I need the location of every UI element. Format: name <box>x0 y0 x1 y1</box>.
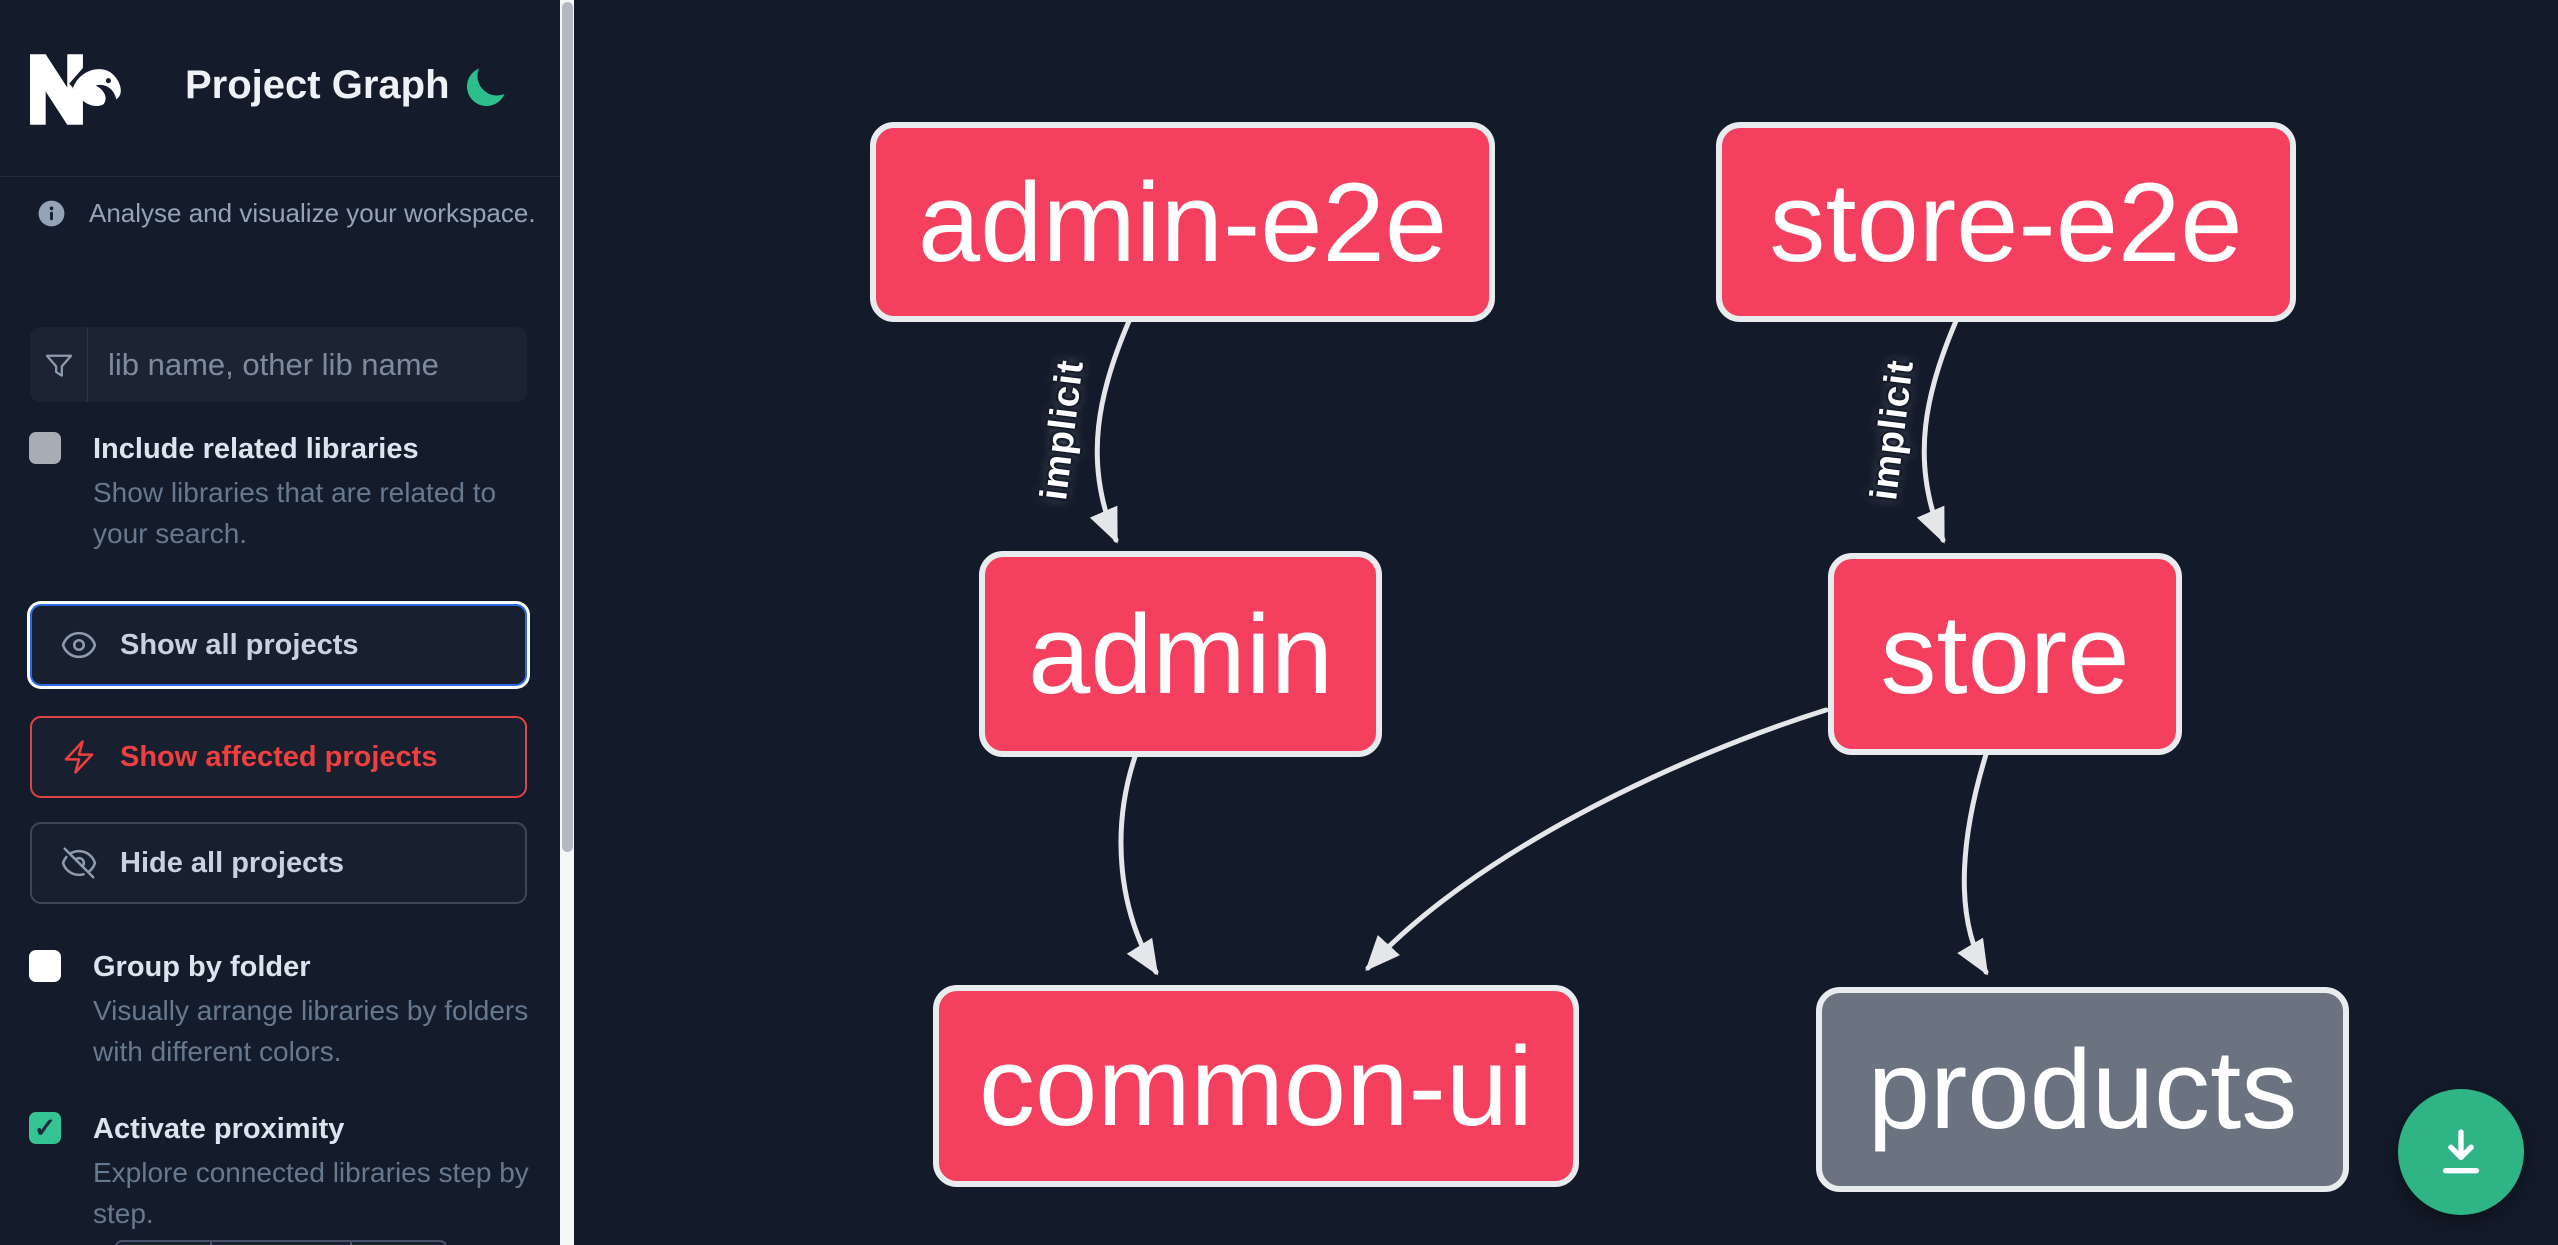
app-title: Project Graph <box>185 63 450 107</box>
show-affected-projects-button[interactable]: Show affected projects <box>30 716 527 798</box>
tagline-text: Analyse and visualize your workspace. <box>89 198 536 228</box>
toggle-label: Group by folder <box>93 951 311 983</box>
edge-label-implicit: implicit <box>1033 357 1092 503</box>
button-label: Show all projects <box>120 628 359 661</box>
toggle-description: Visually arrange libraries by folders wi… <box>93 995 529 1067</box>
node-common-ui[interactable]: common-ui <box>933 985 1579 1187</box>
eye-off-icon <box>61 847 97 879</box>
node-products[interactable]: products <box>1816 987 2349 1192</box>
button-label: Show affected projects <box>120 740 438 773</box>
eye-icon <box>61 631 97 659</box>
node-label: common-ui <box>979 1023 1533 1149</box>
show-all-projects-button[interactable]: Show all projects <box>30 604 527 686</box>
download-graph-button[interactable] <box>2398 1089 2524 1215</box>
checkbox-activate-proximity-checked[interactable]: ✓ <box>29 1112 61 1144</box>
download-icon <box>2442 1129 2480 1174</box>
node-store[interactable]: store <box>1828 553 2182 755</box>
checkbox-include-related[interactable] <box>29 432 61 464</box>
node-admin-e2e[interactable]: admin-e2e <box>870 122 1495 322</box>
bolt-icon <box>64 740 94 774</box>
toggle-label: Include related libraries <box>93 433 419 465</box>
node-label: products <box>1867 1027 2298 1152</box>
hide-all-projects-button[interactable]: Hide all projects <box>30 822 527 904</box>
node-label: admin <box>1027 591 1334 717</box>
edge-label-implicit: implicit <box>1863 357 1922 503</box>
checkbox-group-by-folder[interactable] <box>29 950 61 982</box>
toggle-description: Show libraries that are related to your … <box>93 477 497 549</box>
sidebar: Project Graph Analyse and visualize your… <box>0 0 560 1245</box>
toggle-description: Explore connected libraries step by step… <box>93 1157 529 1229</box>
node-label: store-e2e <box>1769 159 2243 285</box>
node-label: store <box>1880 591 2130 717</box>
filter-search <box>30 327 527 402</box>
node-store-e2e[interactable]: store-e2e <box>1716 122 2296 322</box>
proximity-depth-stepper[interactable] <box>115 1240 447 1245</box>
stepper-divider <box>350 1242 352 1245</box>
nx-logo <box>30 54 121 125</box>
info-icon <box>38 200 65 227</box>
funnel-icon <box>30 327 88 402</box>
edge-store-e2e-store <box>1916 309 1963 544</box>
scrollbar-thumb[interactable] <box>561 2 573 852</box>
theme-toggle-button[interactable] <box>458 62 512 116</box>
edge-admin-e2e-admin <box>1089 309 1136 544</box>
button-label: Hide all projects <box>120 846 345 879</box>
sidebar-scrollbar[interactable] <box>560 0 574 1245</box>
edge-store-products <box>1957 745 1991 976</box>
toggle-include-related[interactable]: Include related libraries Show libraries… <box>29 430 529 554</box>
node-admin[interactable]: admin <box>979 551 1382 757</box>
node-label: admin-e2e <box>917 159 1448 285</box>
edge-store-common-ui <box>1365 707 1829 971</box>
toggle-group-by-folder[interactable]: Group by folder Visually arrange librari… <box>29 948 529 1072</box>
edge-admin-common-ui <box>1118 745 1159 976</box>
toggle-activate-proximity[interactable]: ✓ Activate proximity Explore connected l… <box>29 1110 529 1234</box>
sidebar-header: Project Graph <box>0 0 560 177</box>
stepper-divider <box>210 1242 212 1245</box>
search-input[interactable] <box>88 327 527 402</box>
toggle-label: Activate proximity <box>93 1113 345 1145</box>
moon-icon <box>467 67 505 106</box>
workspace-tagline: Analyse and visualize your workspace. <box>36 198 536 229</box>
